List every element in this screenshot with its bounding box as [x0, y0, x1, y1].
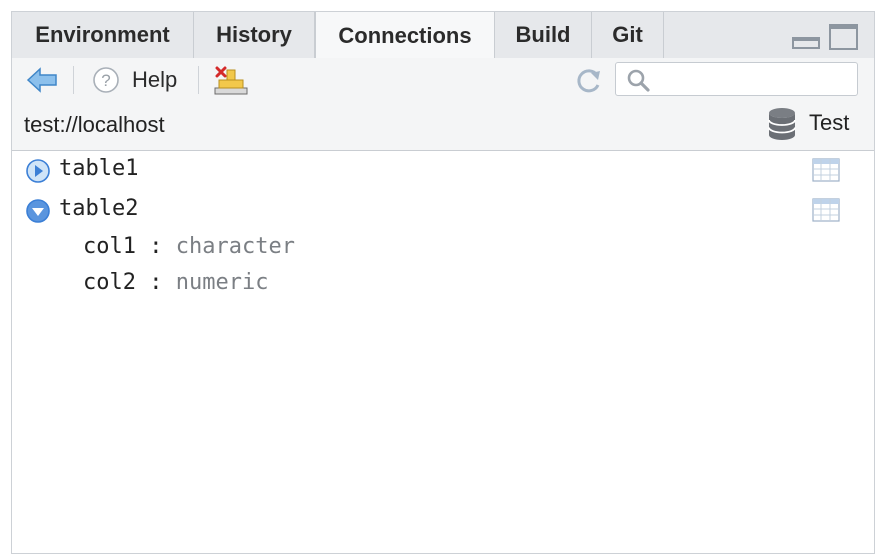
maximize-pane-icon[interactable]: [829, 24, 858, 50]
search-icon: [627, 69, 650, 92]
question-icon[interactable]: ?: [92, 66, 120, 94]
table-row[interactable]: table1: [12, 152, 874, 190]
tab-connections[interactable]: Connections: [315, 12, 495, 59]
tab-environment[interactable]: Environment: [12, 12, 194, 58]
column-separator: :: [149, 234, 163, 259]
table-name: table2: [59, 196, 139, 221]
connection-header: test://localhost Test: [12, 101, 874, 151]
table-row[interactable]: table2: [12, 192, 874, 230]
column-name: col1: [83, 234, 136, 259]
column-separator: :: [149, 270, 163, 295]
tab-history[interactable]: History: [194, 12, 315, 58]
search-box[interactable]: [615, 62, 858, 96]
connections-toolbar: ? Help: [12, 58, 874, 102]
toolbar-separator: [198, 66, 199, 94]
disconnect-icon[interactable]: [213, 66, 249, 96]
tab-git[interactable]: Git: [592, 12, 664, 58]
connection-name: Test: [809, 110, 850, 135]
refresh-icon[interactable]: [574, 65, 604, 95]
tab-label: History: [216, 22, 292, 47]
database-icon: [768, 108, 796, 140]
column-type: character: [175, 234, 295, 259]
tab-build[interactable]: Build: [495, 12, 592, 58]
connections-pane: Environment History Connections Build Gi…: [11, 11, 875, 554]
tab-label: Git: [612, 22, 643, 47]
toolbar-separator: [73, 66, 74, 94]
minimize-pane-icon[interactable]: [792, 37, 820, 49]
table-preview-icon[interactable]: [812, 198, 840, 222]
expand-icon[interactable]: [26, 159, 50, 183]
search-input[interactable]: [654, 67, 853, 93]
collapse-icon[interactable]: [26, 199, 50, 223]
tab-bar: Environment History Connections Build Gi…: [12, 12, 874, 59]
connection-url: test://localhost: [24, 112, 165, 137]
tab-label: Build: [515, 22, 571, 47]
column-row: col1 : character: [83, 234, 295, 259]
table-preview-icon[interactable]: [812, 158, 840, 182]
svg-text:?: ?: [101, 71, 110, 90]
column-name: col2: [83, 270, 136, 295]
column-row: col2 : numeric: [83, 270, 268, 295]
back-arrow-icon[interactable]: [26, 67, 58, 93]
help-button-label[interactable]: Help: [132, 67, 178, 92]
tab-label: Environment: [35, 22, 170, 47]
table-name: table1: [59, 156, 139, 181]
tab-label: Connections: [338, 22, 472, 48]
column-type: numeric: [175, 270, 269, 295]
